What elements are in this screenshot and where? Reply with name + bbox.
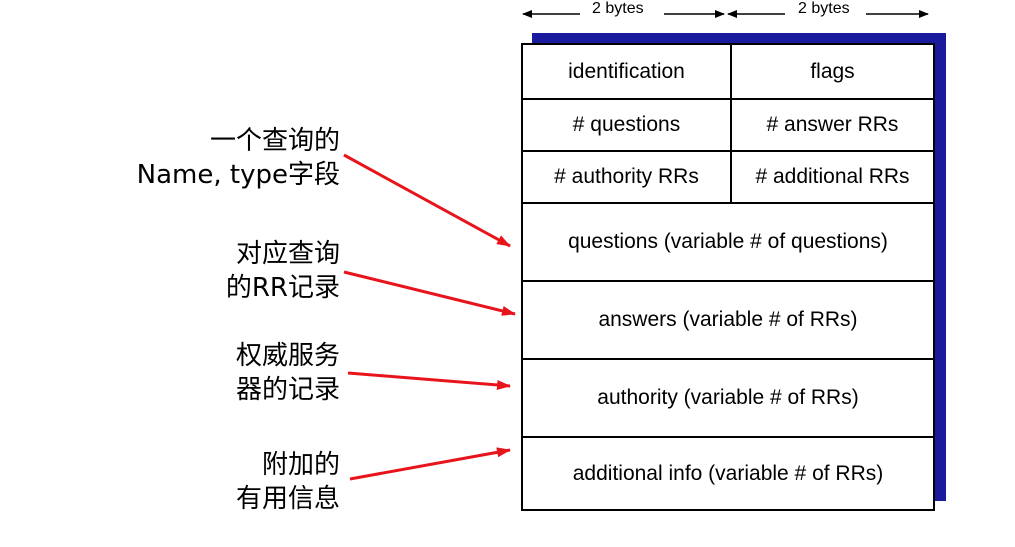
questions-annotation-line2: Name, type字段 (136, 160, 340, 190)
authority-arrow (347, 371, 511, 390)
authority-rrs-field: # authority RRs (523, 150, 730, 202)
additional-arrow (349, 447, 511, 481)
questions-annotation-line1: 一个查询的 (209, 126, 340, 156)
answers-annotation-line2: 的RR记录 (225, 273, 340, 303)
byte-width-arrows (522, 10, 929, 18)
authority-annotation-line2: 器的记录 (235, 375, 340, 405)
questions-annotation: 一个查询的 Name, type字段 (137, 124, 340, 192)
questions-arrow (343, 153, 511, 248)
additional-annotation: 附加的 有用信息 (236, 448, 340, 516)
right-byte-label: 2 bytes (798, 0, 850, 17)
additional-rrs-field: # additional RRs (730, 150, 933, 202)
questions-section: questions (variable # of questions) (523, 202, 933, 280)
additional-annotation-line1: 附加的 (261, 450, 340, 480)
authority-section: authority (variable # of RRs) (523, 358, 933, 436)
answers-section: answers (variable # of RRs) (523, 280, 933, 358)
left-byte-label: 2 bytes (592, 0, 644, 17)
answers-arrow (343, 270, 516, 316)
authority-annotation: 权威服务 器的记录 (236, 339, 340, 407)
identification-field: identification (568, 59, 685, 83)
answers-annotation: 对应查询 的RR记录 (226, 237, 340, 305)
dns-message-format: identification flags # questions # answe… (521, 43, 935, 511)
authority-annotation-line1: 权威服务 (235, 341, 340, 371)
answers-annotation-line1: 对应查询 (235, 239, 340, 269)
questions-count-field: # questions (523, 98, 730, 150)
answer-rrs-field: # answer RRs (730, 98, 933, 150)
flags-field: flags (730, 45, 933, 98)
additional-annotation-line2: 有用信息 (235, 484, 340, 514)
additional-section: additional info (variable # of RRs) (523, 436, 933, 509)
